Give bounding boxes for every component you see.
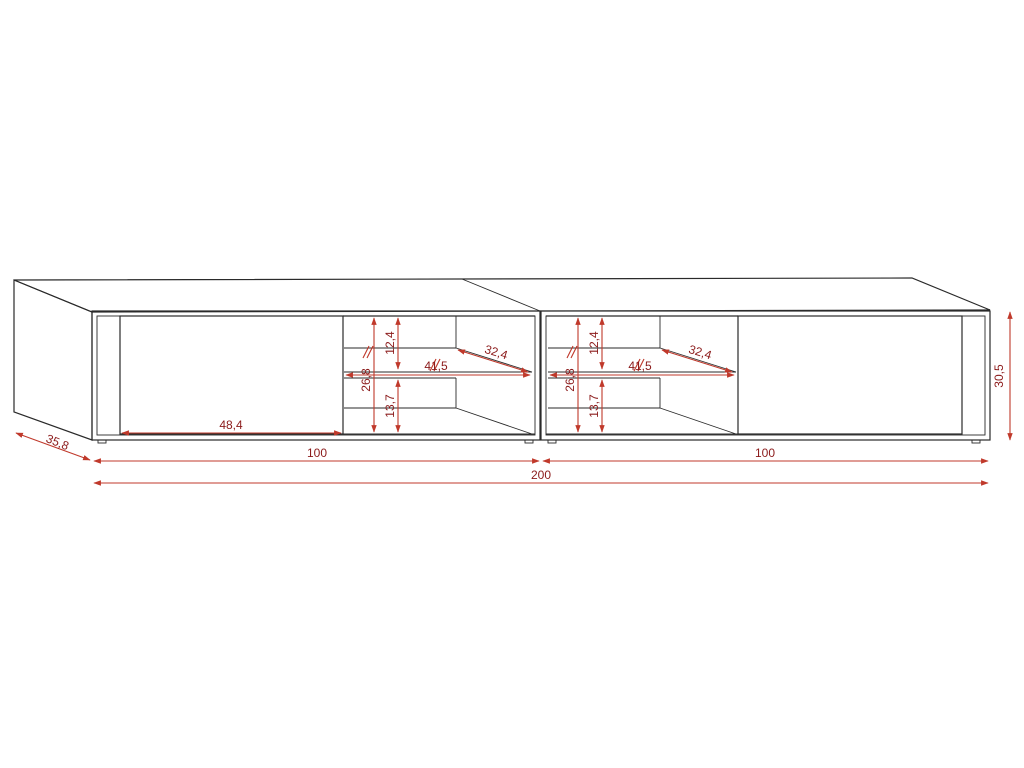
right-inner-depth-dimension — [661, 349, 733, 373]
left-module-width-label: 100 — [307, 446, 327, 460]
left-inner-height-label: 26,8 — [359, 368, 373, 392]
right-drawer-front — [737, 315, 963, 435]
right-upper-shelf-label: 12,4 — [587, 331, 601, 355]
drawer-width-label: 48,4 — [219, 418, 243, 432]
foot — [97, 439, 107, 444]
dimension-lines — [15, 311, 1013, 486]
foot — [971, 439, 981, 444]
dimension-labels: 200 100 100 35,8 30,5 48,4 26,8 12,4 13,… — [44, 331, 1006, 482]
top-seam — [461, 278, 541, 312]
left-inner-depth-label: 32,4 — [483, 342, 510, 362]
left-break-marks — [362, 345, 441, 372]
left-upper-shelf-label: 12,4 — [383, 331, 397, 355]
right-break-marks — [566, 345, 645, 372]
right-inner-width-label: 41,5 — [628, 359, 652, 373]
left-drawer-front — [119, 315, 344, 435]
height-label: 30,5 — [992, 364, 1006, 388]
left-inner-depth-dimension — [457, 349, 529, 373]
left-inner-width-label: 41,5 — [424, 359, 448, 373]
depth-label: 35,8 — [44, 431, 71, 453]
depth-dimension — [15, 432, 91, 461]
total-width-label: 200 — [531, 468, 551, 482]
right-lower-shelf-label: 13,7 — [587, 394, 601, 418]
foot — [524, 439, 534, 444]
left-module-front — [91, 310, 541, 441]
foot — [547, 439, 557, 444]
right-inner-depth-label: 32,4 — [687, 342, 714, 362]
left-lower-shelf-label: 13,7 — [383, 394, 397, 418]
right-module-front — [540, 310, 991, 441]
right-inner-height-label: 26,8 — [563, 368, 577, 392]
left-side-panel — [13, 279, 93, 441]
right-module-width-label: 100 — [755, 446, 775, 460]
